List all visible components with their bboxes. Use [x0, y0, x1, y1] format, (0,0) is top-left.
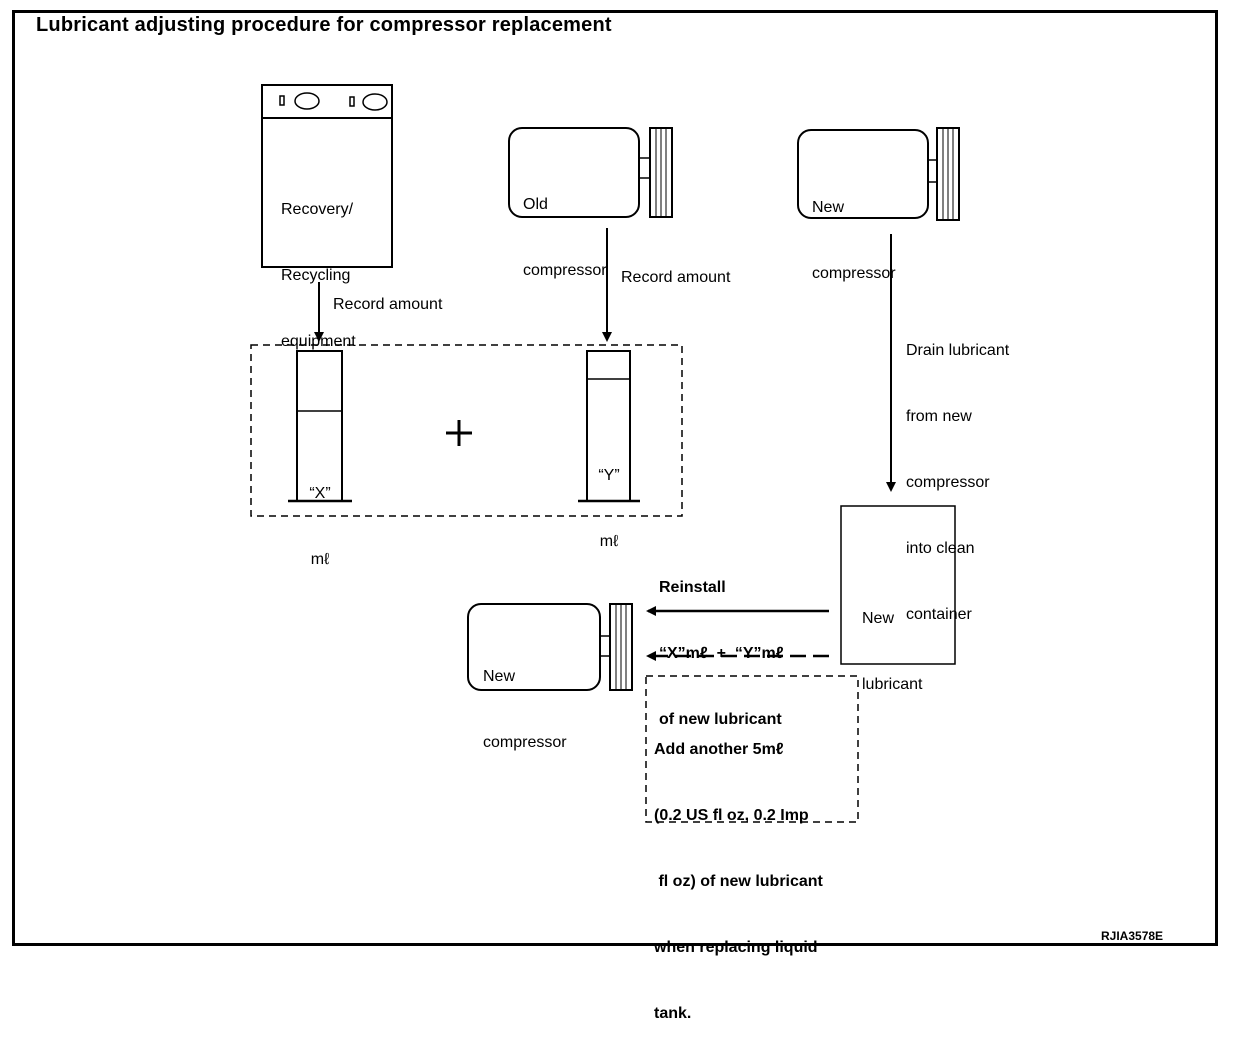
gauge-icon [362, 93, 388, 111]
old-compressor-shape [508, 127, 673, 218]
note-box [645, 675, 859, 823]
diagram-graphics [250, 84, 960, 823]
figure-frame [12, 10, 1218, 946]
gauge-icon [294, 92, 320, 110]
record-amount-left-label: Record amount [333, 296, 443, 313]
cylinder-x [288, 350, 352, 503]
record-amount-right-label: Record amount [621, 269, 731, 286]
recovery-equipment [261, 84, 393, 268]
cylinder-x-label: “X” mℓ [309, 485, 331, 568]
new-compressor-bottom-shape [467, 603, 633, 691]
new-compressor-top-shape [797, 127, 960, 221]
page-title: Lubricant adjusting procedure for compre… [36, 14, 612, 36]
cylinder-y-label: “Y” mℓ [598, 467, 620, 550]
new-lubricant-label: New lubricant [862, 610, 923, 693]
gauge-knob-icon [279, 95, 285, 106]
new-compressor-bottom-label: New compressor [483, 668, 567, 751]
new-compressor-top-label: New compressor [812, 199, 896, 282]
note-text: Add another 5mℓ (0.2 US fl oz, 0.2 Imp f… [654, 741, 823, 1022]
new-lubricant-container [840, 505, 956, 665]
recovery-equipment-label: Recovery/ Recycling equipment [281, 201, 356, 350]
figure-reference-code: RJIA3578E [1101, 929, 1164, 943]
reinstall-label: Reinstall “X”mℓ + “Y”mℓ of new lubricant [659, 579, 784, 728]
gauge-knob-icon [349, 96, 355, 107]
cylinder-y [578, 350, 640, 503]
measuring-group-box [250, 344, 683, 517]
drain-lubricant-label: Drain lubricant from new compressor into… [906, 342, 1010, 623]
plus-sign [446, 420, 472, 446]
old-compressor-label: Old compressor [523, 196, 607, 279]
